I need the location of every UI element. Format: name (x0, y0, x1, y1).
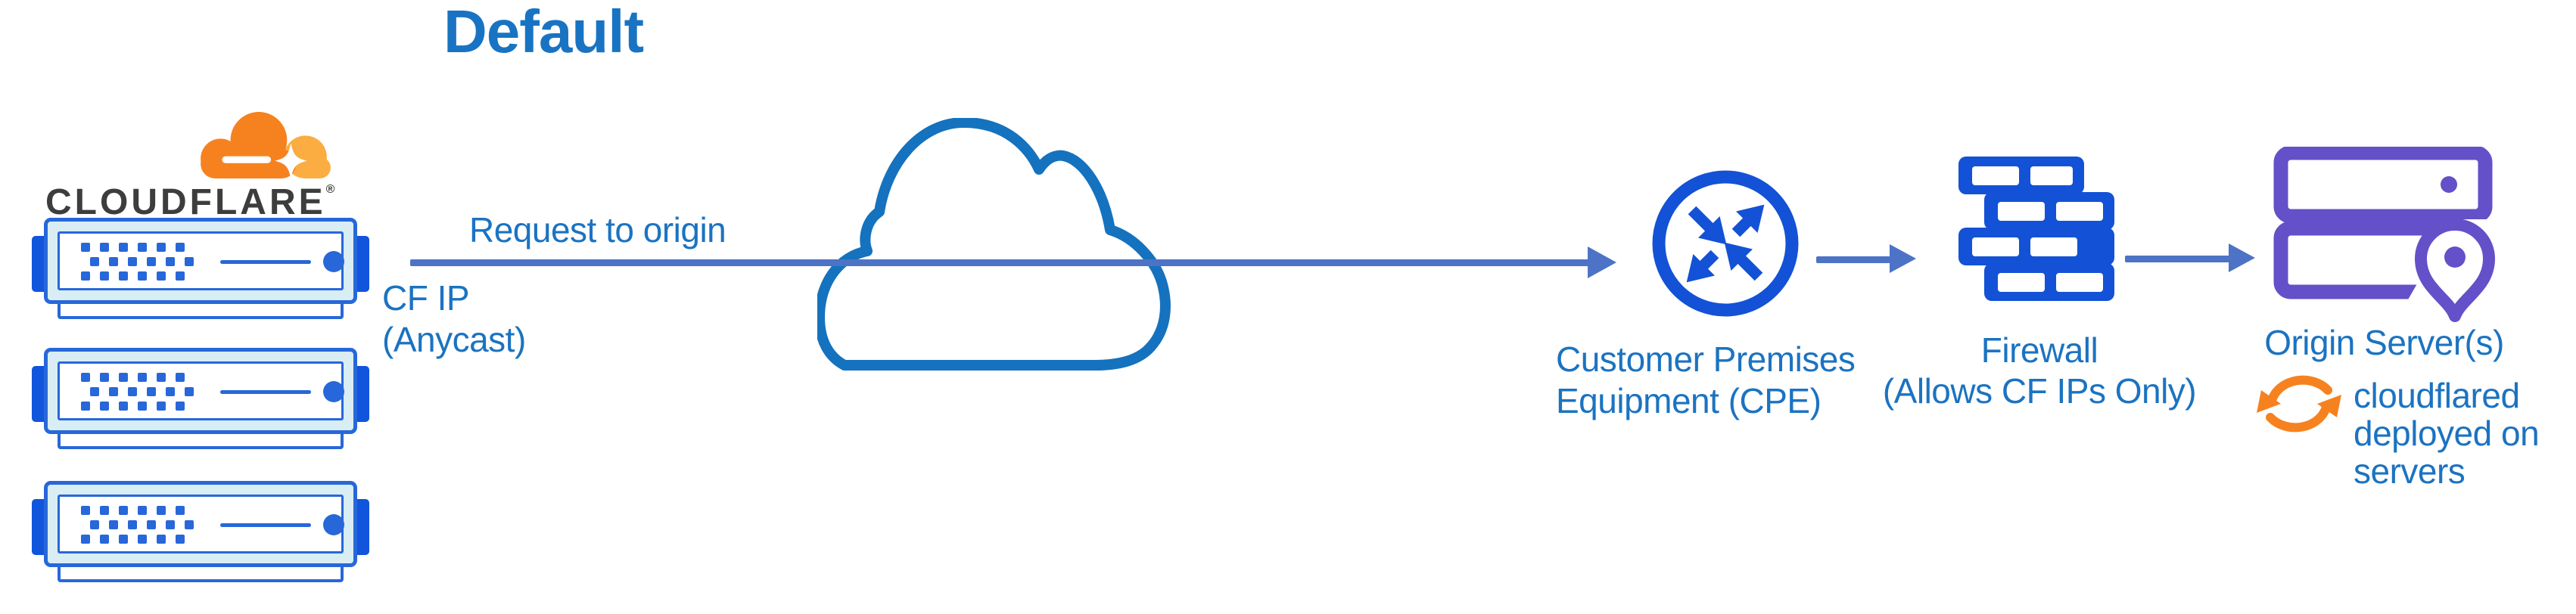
edge-server-icon (32, 218, 369, 324)
server-body (44, 218, 357, 304)
cloudflared-note: cloudflared deployed on servers (2354, 376, 2540, 491)
cpe-to-firewall-arrow-head (1890, 244, 1916, 273)
cf-ip-line1: CF IP (382, 278, 470, 318)
request-arrow-line (410, 259, 1589, 266)
edge-server-icon (32, 481, 369, 587)
edge-server-icon (32, 348, 369, 454)
server-vents-icon (81, 373, 194, 411)
page-title: Default (443, 0, 644, 65)
cloudflared-note-line1: cloudflared (2354, 376, 2520, 415)
server-slot-line (220, 260, 311, 264)
server-slot-line (220, 390, 311, 394)
server-led-dot (323, 381, 344, 402)
cloudflared-note-line3: servers (2354, 451, 2466, 491)
request-arrow-label: Request to origin (469, 210, 726, 250)
server-body (44, 348, 357, 434)
cloudflared-note-line2: deployed on (2354, 414, 2540, 453)
firewall-label: Firewall (1980, 330, 2098, 370)
origin-servers-icon (2273, 147, 2497, 322)
origin-servers-label: Origin Server(s) (2264, 323, 2504, 362)
registered-mark: ® (325, 183, 335, 196)
server-led-dot (323, 251, 344, 272)
server-body (44, 481, 357, 567)
server-vents-icon (81, 243, 194, 281)
server-faceplate (58, 231, 344, 290)
server-vents-icon (81, 506, 194, 544)
sync-arrows-icon (2257, 375, 2341, 433)
firewall-brick-icon (1958, 157, 2114, 301)
server-led-dot (323, 514, 344, 535)
firewall-to-origin-arrow-head (2229, 243, 2255, 272)
cf-ip-line2: (Anycast) (382, 320, 526, 359)
cloudflare-wordmark-text: CLOUDFLARE (45, 182, 326, 222)
cpe-to-firewall-arrow-line (1816, 256, 1890, 263)
cloudflare-wordmark: CLOUDFLARE® (45, 181, 348, 223)
request-arrow-head (1588, 247, 1616, 278)
firewall-to-origin-arrow-line (2125, 256, 2229, 262)
cf-ip-anycast-label: CF IP (Anycast) (382, 278, 526, 361)
internet-cloud-icon (817, 118, 1171, 371)
server-faceplate (58, 361, 344, 420)
firewall-sublabel: (Allows CF IPs Only) (1882, 371, 2197, 411)
server-slot-line (220, 523, 311, 527)
cpe-label-line1: Customer Premises (1556, 340, 1856, 379)
server-faceplate (58, 495, 344, 554)
cpe-label-line2: Equipment (CPE) (1556, 381, 1822, 420)
cloudflare-brand-cloud-icon (201, 112, 331, 178)
cpe-router-icon (1652, 170, 1799, 317)
cpe-label: Customer Premises Equipment (CPE) (1556, 339, 1856, 422)
